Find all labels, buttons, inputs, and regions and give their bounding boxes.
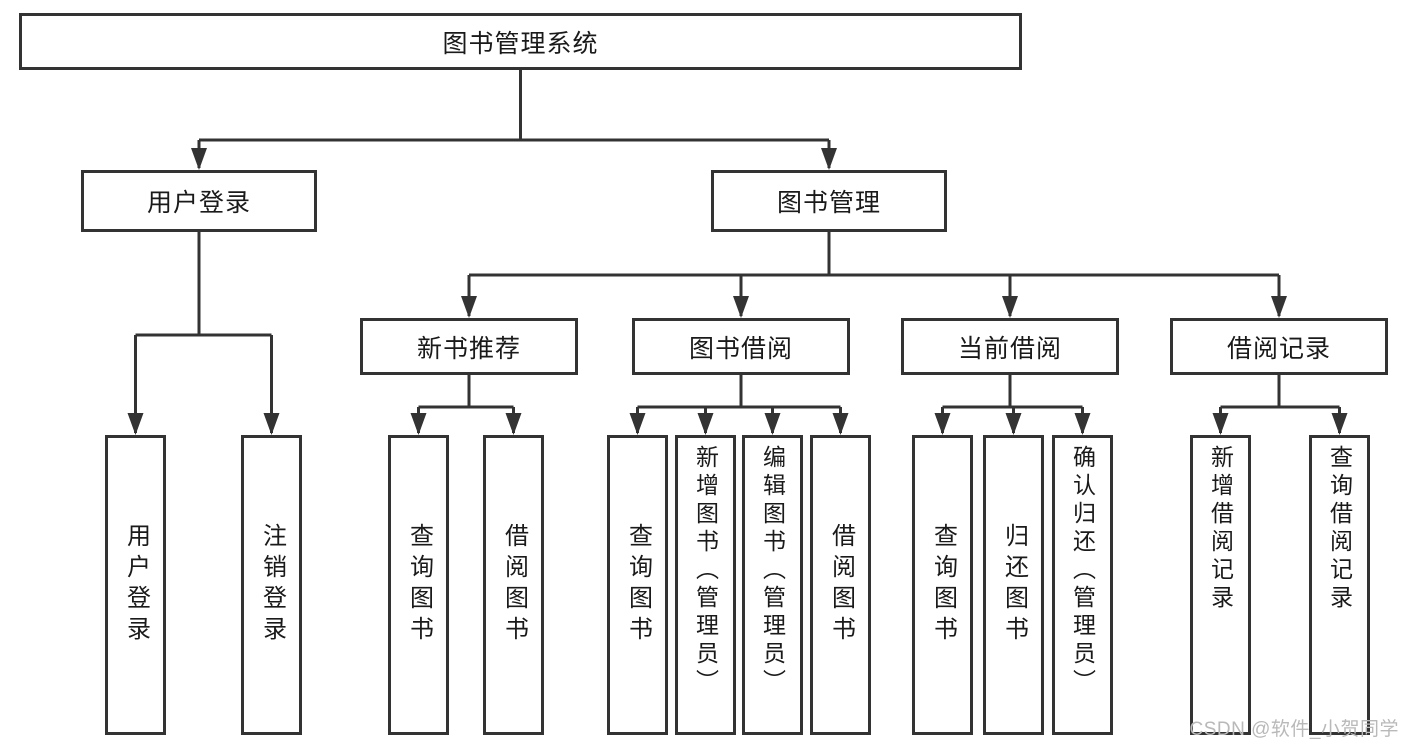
arrow-head-leaf-add-record [1212,413,1229,435]
arrow-head-leaf-confirm-return [1074,413,1091,435]
arrow-head-leaf-query-record [1331,413,1348,435]
node-box-leaf-return-book[interactable] [983,435,1044,735]
arrow-head-level2-0 [191,148,207,170]
node-box-leaf-query-record[interactable] [1309,435,1370,735]
arrow-head-leaf-query-book-c [934,413,951,435]
node-box-leaf-borrow-book-rec[interactable] [483,435,544,735]
arrow-head-leaf-query-book-b [629,413,646,435]
node-box-book-borrow[interactable] [632,318,850,375]
node-box-leaf-logout[interactable] [241,435,302,735]
arrow-head-level2-1 [821,148,837,170]
node-box-current-borrow[interactable] [901,318,1119,375]
node-box-user-login[interactable] [81,170,317,232]
node-boxes [19,13,1388,735]
node-box-leaf-borrow-book-b[interactable] [810,435,871,735]
node-box-root[interactable] [19,13,1022,70]
arrow-head-level3-2 [1002,296,1018,318]
node-box-leaf-query-book-c[interactable] [912,435,973,735]
node-box-leaf-query-book-b[interactable] [607,435,668,735]
connector-lines [127,70,1348,435]
arrow-head-leaf-user-login [127,413,144,435]
node-box-book-manage[interactable] [711,170,947,232]
arrow-head-level3-3 [1271,296,1287,318]
arrow-head-leaf-borrow-book-b [832,413,849,435]
arrow-head-leaf-return-book [1005,413,1022,435]
node-box-leaf-add-record[interactable] [1190,435,1251,735]
arrow-head-leaf-query-book-rec [410,413,427,435]
node-box-leaf-user-login[interactable] [105,435,166,735]
arrow-head-level3-0 [461,296,477,318]
csdn-watermark: CSDN @软件_小贺同学 [1189,719,1399,740]
arrow-head-level3-1 [733,296,749,318]
arrow-head-leaf-edit-book [764,413,781,435]
arrow-head-leaf-logout [263,413,280,435]
node-box-leaf-query-book-rec[interactable] [388,435,449,735]
node-box-leaf-edit-book[interactable] [742,435,803,735]
arrow-head-leaf-borrow-book-rec [505,413,522,435]
node-box-leaf-add-book[interactable] [675,435,736,735]
node-box-new-book-recommend[interactable] [360,318,578,375]
node-box-leaf-confirm-return[interactable] [1052,435,1113,735]
arrow-head-leaf-add-book [697,413,714,435]
node-box-borrow-record[interactable] [1170,318,1388,375]
